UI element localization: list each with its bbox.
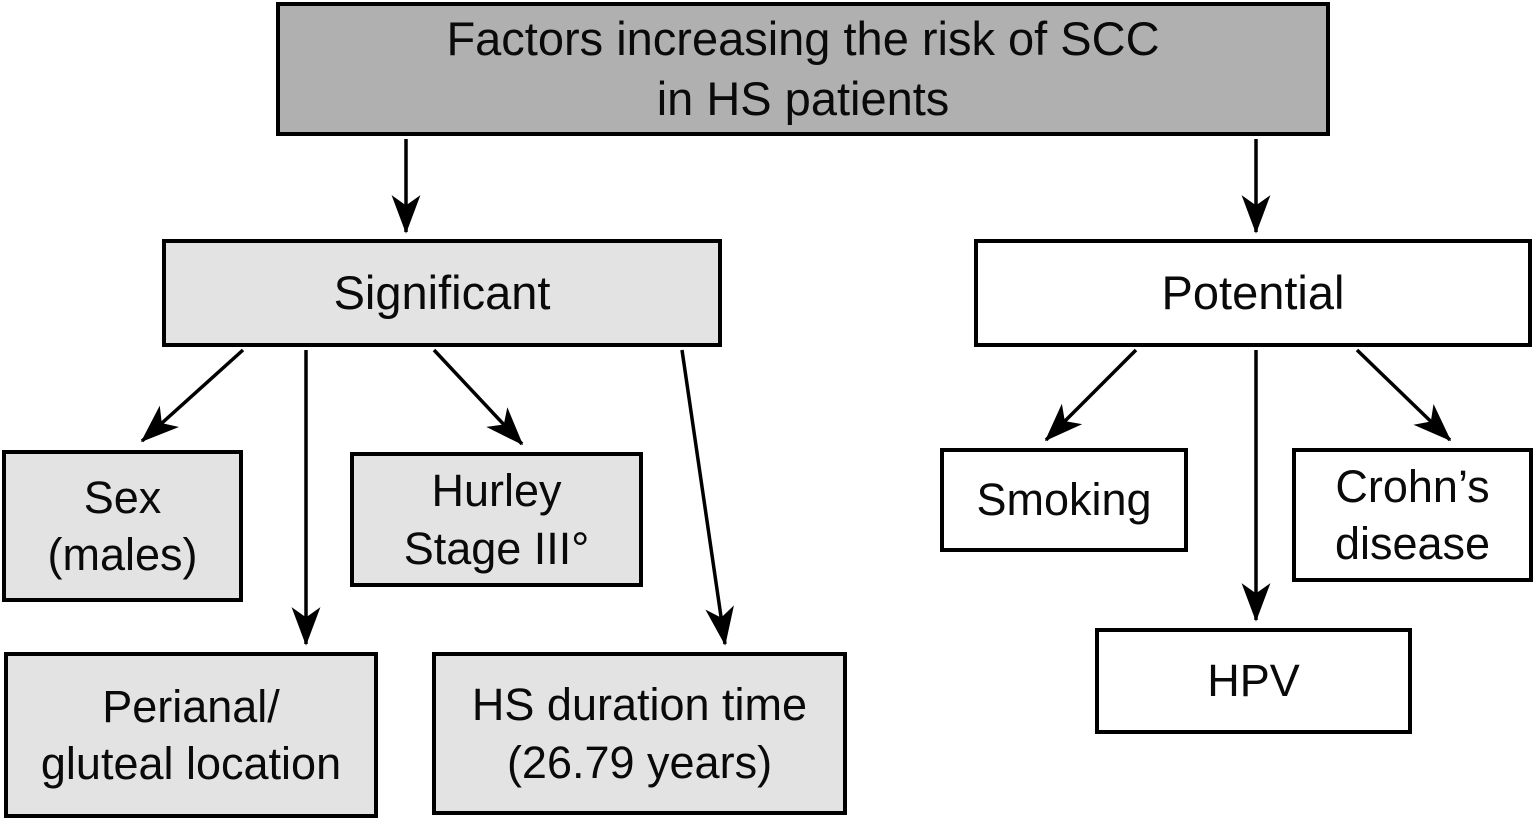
node-root: Factors increasing the risk of SCC in HS… [276,2,1330,136]
arrow-significant-to-duration [680,349,734,646]
arrow-significant-to-sex [140,348,245,443]
node-potential: Potential [974,239,1532,347]
node-sex-males-label: Sex (males) [47,471,198,580]
node-smoking: Smoking [940,448,1188,552]
node-crohns-disease-label: Crohn’s disease [1334,460,1491,569]
node-significant-label: Significant [333,266,551,320]
node-hurley-stage: Hurley Stage III° [350,452,643,587]
node-hs-duration-time: HS duration time (26.79 years) [432,652,847,815]
node-significant: Significant [162,239,722,347]
node-hurley-stage-label: Hurley Stage III° [403,465,590,574]
node-smoking-label: Smoking [976,474,1152,526]
node-sex-males: Sex (males) [2,450,243,602]
arrow-significant-to-hurley [432,348,524,446]
node-perianal-gluteal-location: Perianal/ gluteal location [4,652,378,818]
node-hpv-label: HPV [1207,655,1300,707]
node-root-label: Factors increasing the risk of SCC in HS… [446,12,1160,125]
arrow-potential-to-crohns [1355,348,1452,442]
node-hpv: HPV [1095,628,1412,734]
node-crohns-disease: Crohn’s disease [1292,448,1533,582]
node-hs-duration-time-label: HS duration time (26.79 years) [471,679,808,788]
node-potential-label: Potential [1161,266,1345,320]
arrow-potential-to-smoking [1044,348,1138,442]
node-perianal-gluteal-location-label: Perianal/ gluteal location [40,680,342,789]
